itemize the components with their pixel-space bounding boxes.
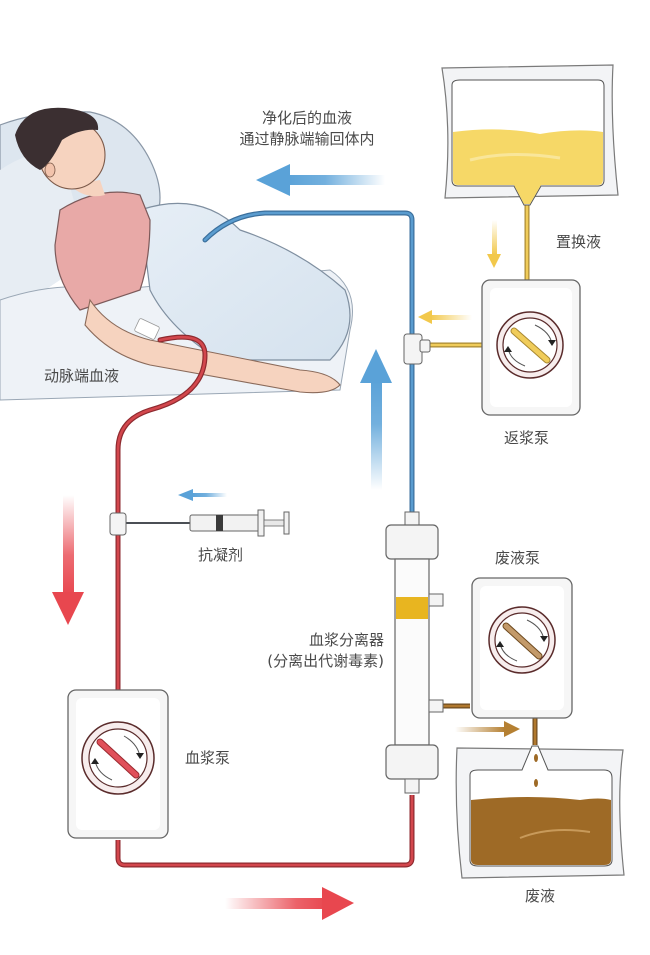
venous-t-connector [403, 333, 431, 365]
flow-arrow-replacement-left [418, 310, 472, 324]
replacement-fluid-bag [441, 64, 619, 206]
anticoagulant-label: 抗凝剂 [198, 546, 244, 564]
plasma-separator-label: 血浆分离器 (分离出代谢毒素) [220, 630, 384, 672]
returned-blood-label-line1: 净化后的血液 [261, 109, 352, 127]
waste-pump [471, 577, 573, 719]
arterial-blood-label: 动脉端血液 [44, 367, 120, 385]
flow-arrow-venous-up [360, 349, 392, 490]
patient-illustration [0, 107, 353, 401]
return-pump-label: 返浆泵 [504, 429, 550, 447]
plasma-separator-label-line1: 血浆分离器 [308, 631, 384, 649]
flow-arrow-arterial-down [52, 495, 84, 625]
plasma-separator [385, 511, 444, 794]
returned-blood-label-line2: 通过静脉端输回体内 [239, 130, 375, 148]
waste-pump-label: 废液泵 [495, 549, 541, 567]
arterial-t-connector [109, 512, 127, 536]
returned-blood-label: 净化后的血液 通过静脉端输回体内 [222, 108, 392, 150]
plasma-separator-label-line2: (分离出代谢毒素) [267, 652, 384, 670]
replacement-fluid-label: 置换液 [556, 233, 602, 251]
waste-fluid-label: 废液 [525, 887, 556, 905]
waste-fluid-bag [455, 745, 625, 879]
flow-arrow-waste-right [455, 721, 520, 737]
return-pump [481, 279, 581, 416]
flow-arrow-anticoagulant [178, 489, 227, 501]
anticoagulant-syringe [189, 509, 290, 537]
plasma-pump-label: 血浆泵 [185, 749, 231, 767]
flow-arrow-replacement-down [487, 220, 501, 268]
flow-arrow-venous-left [256, 164, 385, 196]
flow-arrow-arterial-right [225, 887, 354, 920]
plasma-pump [67, 689, 169, 839]
